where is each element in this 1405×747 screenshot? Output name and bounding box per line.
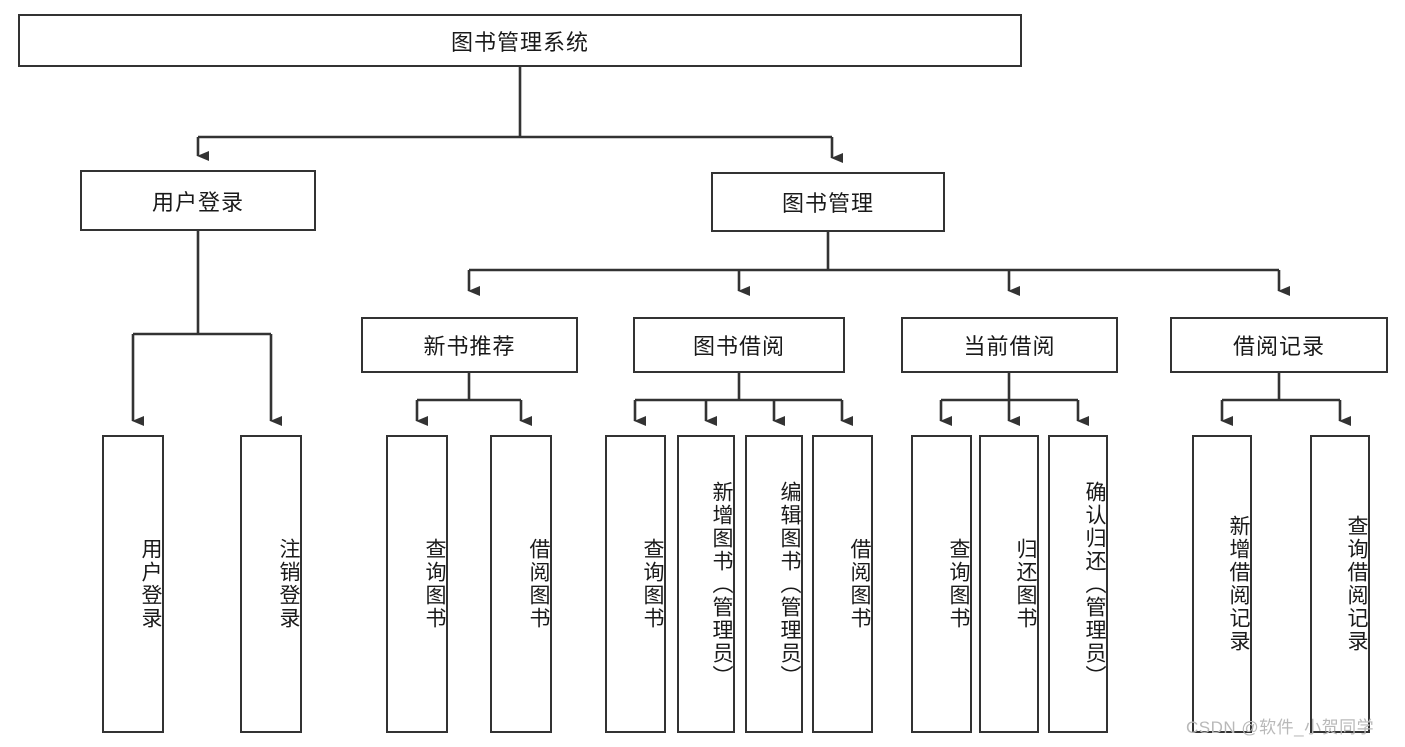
- node-label: 当前借阅: [963, 334, 1056, 359]
- node-current-borrow[interactable]: 当前借阅: [901, 317, 1118, 373]
- watermark: CSDN @软件_小贺同学: [1186, 718, 1375, 737]
- node-label: 借阅图书: [527, 538, 550, 630]
- node-label: 查询图书: [423, 538, 446, 630]
- leaf-borrow-book[interactable]: 借阅图书: [812, 435, 873, 733]
- node-label: 用户登录: [139, 538, 162, 630]
- node-label: 归还图书: [1014, 538, 1037, 630]
- node-label: 新书推荐: [423, 334, 516, 359]
- node-label: 图书管理系统: [450, 29, 589, 55]
- node-user-login[interactable]: 用户登录: [80, 170, 316, 231]
- node-label: 用户登录: [151, 189, 244, 215]
- node-label: 借阅记录: [1232, 334, 1325, 359]
- leaf-user-login[interactable]: 用户登录: [102, 435, 164, 733]
- node-label: 查询借阅记录: [1345, 515, 1368, 653]
- leaf-query-book-current[interactable]: 查询图书: [911, 435, 972, 733]
- node-label: 借阅图书: [848, 538, 871, 630]
- node-new-book-recommend[interactable]: 新书推荐: [361, 317, 578, 373]
- node-label: 查询图书: [641, 538, 664, 630]
- node-label: 新增图书（管理员）: [710, 480, 733, 688]
- leaf-query-book-new[interactable]: 查询图书: [386, 435, 448, 733]
- leaf-return-book[interactable]: 归还图书: [979, 435, 1039, 733]
- node-label: 编辑图书（管理员）: [778, 480, 801, 688]
- leaf-confirm-return-admin[interactable]: 确认归还（管理员）: [1048, 435, 1108, 733]
- leaf-add-borrow-record[interactable]: 新增借阅记录: [1192, 435, 1252, 733]
- leaf-edit-book-admin[interactable]: 编辑图书（管理员）: [745, 435, 803, 733]
- leaf-logout[interactable]: 注销登录: [240, 435, 302, 733]
- leaf-query-borrow-record[interactable]: 查询借阅记录: [1310, 435, 1370, 733]
- node-root[interactable]: 图书管理系统: [18, 14, 1022, 67]
- node-borrow-record[interactable]: 借阅记录: [1170, 317, 1388, 373]
- node-book-management[interactable]: 图书管理: [711, 172, 945, 232]
- node-label: 查询图书: [947, 538, 970, 630]
- node-label: 注销登录: [277, 538, 300, 630]
- node-label: 新增借阅记录: [1227, 515, 1250, 653]
- leaf-borrow-book-new[interactable]: 借阅图书: [490, 435, 552, 733]
- node-book-borrow[interactable]: 图书借阅: [633, 317, 845, 373]
- node-label: 图书管理: [781, 191, 874, 216]
- leaf-add-book-admin[interactable]: 新增图书（管理员）: [677, 435, 735, 733]
- node-label: 确认归还（管理员）: [1083, 480, 1106, 688]
- leaf-query-book-borrow[interactable]: 查询图书: [605, 435, 666, 733]
- node-label: 图书借阅: [692, 334, 785, 359]
